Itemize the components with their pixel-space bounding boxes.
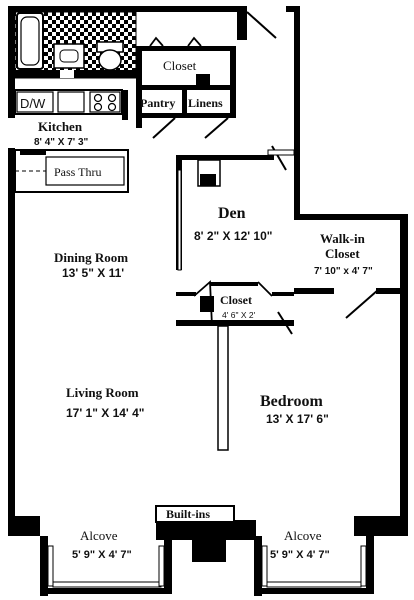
closet-top-label: Closet xyxy=(163,58,197,73)
pantry-linens xyxy=(136,90,236,139)
right-alcove xyxy=(254,536,374,596)
dishwasher xyxy=(16,91,54,113)
den-label: Den xyxy=(218,205,246,222)
builtins xyxy=(155,505,235,562)
top-closet xyxy=(136,36,236,90)
den-closet-dims: 4' 6" X 2' xyxy=(222,310,256,320)
den-dims: 8' 2" X 12' 10" xyxy=(194,229,272,243)
kitchen-dims: 8' 4" X 7' 3" xyxy=(34,137,89,148)
bathroom xyxy=(14,11,137,79)
kitchen-label: Kitchen xyxy=(38,119,83,134)
alcove-right-label: Alcove xyxy=(284,528,322,543)
dining-dims: 13' 5" X 11' xyxy=(62,266,124,280)
walkin-label-1: Walk-in xyxy=(320,231,366,246)
alcove-left-label: Alcove xyxy=(80,528,118,543)
builtins-label: Built-ins xyxy=(166,507,210,521)
walkin-label-2: Closet xyxy=(325,246,360,261)
room-labels: Closet Pantry Linens D/W Kitchen 8' 4" X… xyxy=(20,58,373,561)
living-dims: 17' 1" X 14' 4" xyxy=(66,406,144,420)
den-closet xyxy=(176,280,294,451)
bedroom-dims: 13' X 17' 6" xyxy=(266,412,329,426)
outer-walls xyxy=(8,6,408,540)
alcove-right-dims: 5' 9" X 4' 7" xyxy=(270,549,330,561)
kitchen-sink xyxy=(57,91,85,113)
den-closet-label: Closet xyxy=(220,293,252,307)
walkin-dims: 7' 10" x 4' 7" xyxy=(314,266,373,277)
bedroom-label: Bedroom xyxy=(260,393,323,410)
linens-label: Linens xyxy=(188,96,223,110)
pass-thru-label: Pass Thru xyxy=(54,165,101,179)
alcove-left-dims: 5' 9" X 4' 7" xyxy=(72,549,132,561)
den-walls xyxy=(176,145,295,271)
left-alcove xyxy=(40,536,172,596)
top-door xyxy=(237,6,277,40)
dining-label: Dining Room xyxy=(54,250,128,265)
kitchen xyxy=(14,89,129,193)
walkin-closet xyxy=(294,288,408,319)
pantry-label: Pantry xyxy=(140,96,175,110)
living-label: Living Room xyxy=(66,385,139,400)
dw-label: D/W xyxy=(20,96,46,111)
